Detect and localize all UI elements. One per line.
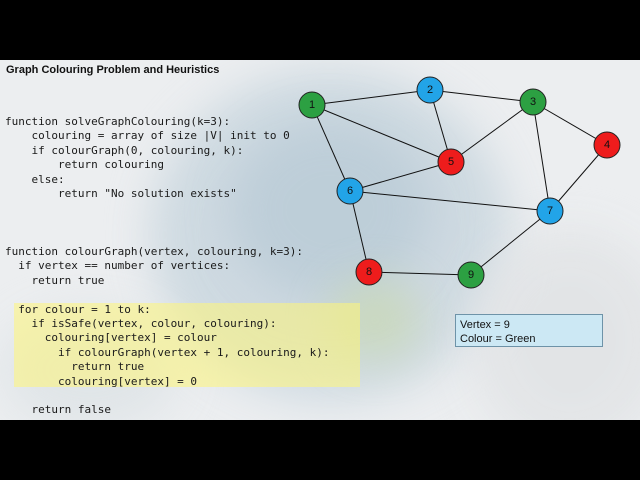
node-9: 9: [457, 261, 485, 289]
node-circle-2: [416, 76, 444, 104]
node-1: 1: [298, 91, 326, 119]
edge-1-6: [311, 104, 351, 192]
node-circle-5: [437, 148, 465, 176]
edge-1-5: [311, 104, 452, 163]
node-7: 7: [536, 197, 564, 225]
status-vertex: Vertex = 9: [460, 319, 510, 331]
graph-diagram: 1 2 3 4 5 6 7 8 9: [298, 76, 621, 289]
edge-3-4: [532, 101, 608, 146]
node-circle-8: [355, 258, 383, 286]
node-label-4: 4: [604, 139, 610, 151]
node-label-7: 7: [547, 205, 553, 217]
slide-frame: Graph Colouring Problem and Heuristics f…: [0, 60, 640, 420]
node-label-3: 3: [530, 96, 536, 108]
edge-3-7: [532, 101, 551, 212]
node-2: 2: [416, 76, 444, 104]
edge-1-2: [311, 89, 431, 106]
graph-nodes: 1 2 3 4 5 6 7 8 9: [298, 76, 621, 289]
edge-8-9: [368, 271, 472, 276]
node-5: 5: [437, 148, 465, 176]
edge-4-7: [549, 144, 608, 212]
code-highlight: [14, 303, 360, 387]
node-8: 8: [355, 258, 383, 286]
node-label-5: 5: [448, 156, 454, 168]
edge-3-5: [450, 101, 534, 163]
slide-title: Graph Colouring Problem and Heuristics: [6, 64, 220, 76]
edge-7-9: [470, 210, 551, 276]
code-solve-graph-colouring: function solveGraphColouring(k=3): colou…: [5, 115, 290, 201]
node-label-2: 2: [427, 84, 433, 96]
node-circle-6: [336, 177, 364, 205]
node-circle-9: [457, 261, 485, 289]
background-blur: [230, 120, 430, 300]
edge-6-8: [349, 190, 370, 273]
node-label-8: 8: [366, 266, 372, 278]
node-label-9: 9: [468, 269, 474, 281]
node-6: 6: [336, 177, 364, 205]
node-circle-3: [519, 88, 547, 116]
edge-2-3: [429, 89, 534, 103]
node-4: 4: [593, 131, 621, 159]
edge-5-6: [349, 161, 452, 192]
node-label-1: 1: [309, 99, 315, 111]
node-3: 3: [519, 88, 547, 116]
code-colour-graph: function colourGraph(vertex, colouring, …: [5, 245, 330, 417]
status-box: Vertex = 9 Colour = Green: [455, 314, 603, 347]
node-circle-7: [536, 197, 564, 225]
node-label-6: 6: [347, 185, 353, 197]
graph-edges: [311, 89, 608, 276]
edge-6-7: [349, 190, 551, 212]
node-circle-1: [298, 91, 326, 119]
status-colour: Colour = Green: [460, 333, 536, 345]
node-circle-4: [593, 131, 621, 159]
